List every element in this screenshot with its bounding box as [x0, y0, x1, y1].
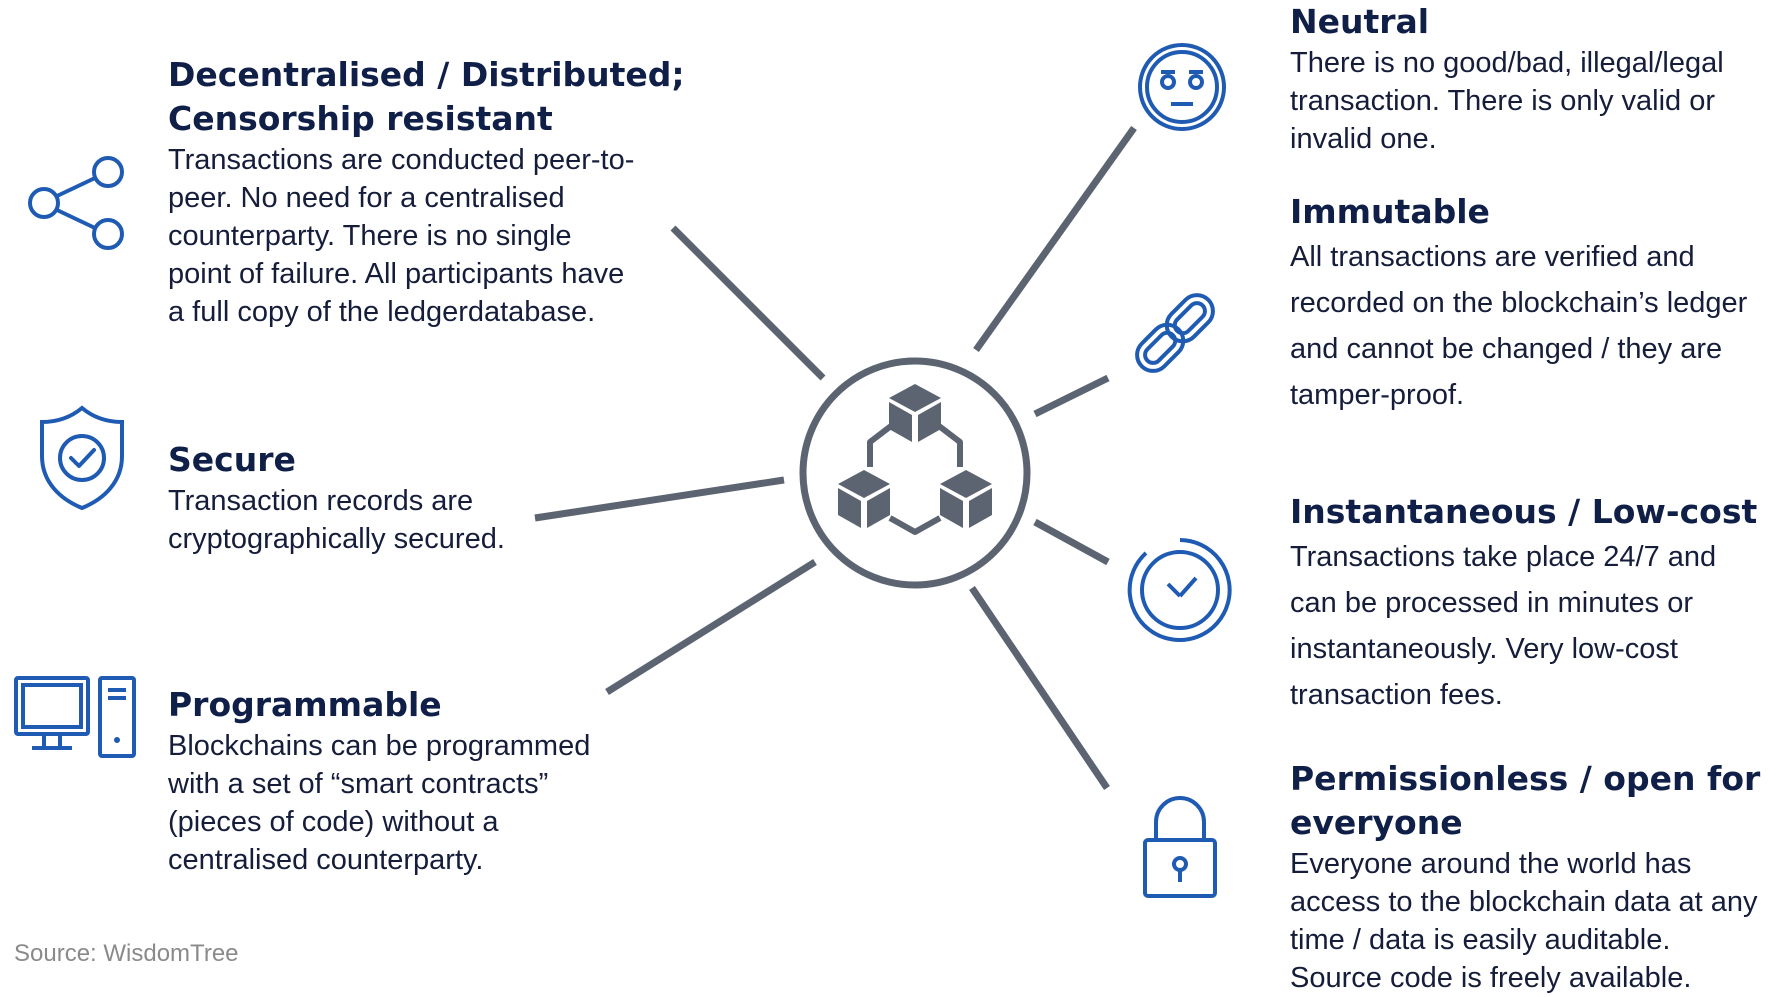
description-line: point of failure. All participants have [168, 258, 625, 290]
description-line: instantaneously. Very low-cost [1290, 633, 1678, 665]
chain-link-icon-wrap [1122, 283, 1228, 383]
connector-secure [534, 476, 785, 522]
description-line: Transactions take place 24/7 and [1290, 541, 1717, 573]
connector-neutral [973, 125, 1137, 353]
description-line: Transactions are conducted peer-to- [168, 144, 635, 176]
neutral-face-icon [1138, 43, 1226, 131]
shield-check-icon [40, 405, 124, 511]
feature-neutral: Neutral There is no good/bad, illegal/le… [1290, 0, 1775, 158]
description-line: and cannot be changed / they are [1290, 333, 1723, 365]
share-network-icon [28, 156, 124, 250]
connector-permissionless [969, 586, 1110, 790]
description-line: recorded on the blockchain’s ledger [1290, 287, 1748, 319]
feature-instantaneous: Instantaneous / Low-cost Transactions ta… [1290, 490, 1775, 718]
description-line: cryptographically secured. [168, 523, 505, 555]
feature-title: everyone [1290, 803, 1463, 842]
connector-instantaneous [1033, 518, 1110, 566]
description-line: transaction fees. [1290, 679, 1503, 711]
feature-secure: Secure Transaction records are cryptogra… [168, 438, 588, 558]
feature-description: Transactions take place 24/7 and can be … [1290, 534, 1775, 718]
connector-decentralised [670, 225, 826, 381]
description-line: (pieces of code) without a [168, 806, 499, 838]
feature-immutable: Immutable All transactions are verified … [1290, 190, 1775, 418]
description-line: Source code is freely available. [1290, 962, 1692, 994]
feature-title: Decentralised / Distributed; [168, 55, 685, 94]
feature-title: Censorship resistant [168, 99, 553, 138]
description-line: invalid one. [1290, 123, 1437, 155]
description-line: Everyone around the world has [1290, 848, 1692, 880]
blockchain-hub [798, 356, 1032, 590]
connector-programmable [605, 559, 817, 695]
description-line: counterparty. There is no single [168, 220, 572, 252]
description-line: can be processed in minutes or [1290, 587, 1693, 619]
feature-decentralised: Decentralised / Distributed; Censorship … [168, 53, 688, 331]
feature-title: Instantaneous / Low-cost [1290, 492, 1758, 531]
description-line: with a set of “smart contracts” [168, 768, 549, 800]
description-line: centralised counterparty. [168, 844, 484, 876]
clock-check-icon [1127, 538, 1232, 642]
description-line: a full copy of the ledgerdatabase. [168, 296, 596, 328]
feature-permissionless: Permissionless / open for everyone Every… [1290, 757, 1775, 997]
description-line: All transactions are verified and [1290, 241, 1695, 273]
feature-description: Transaction records are cryptographicall… [168, 482, 588, 558]
description-line: transaction. There is only valid or [1290, 85, 1716, 117]
desktop-computer-icon-wrap [14, 676, 136, 758]
feature-description: There is no good/bad, illegal/legal tran… [1290, 44, 1775, 158]
description-line: time / data is easily auditable. [1290, 924, 1671, 956]
description-line: Blockchains can be programmed [168, 730, 591, 762]
description-line: peer. No need for a centralised [168, 182, 565, 214]
description-line: access to the blockchain data at any [1290, 886, 1758, 918]
connector-immutable [1033, 374, 1110, 418]
blockchain-cubes-icon [799, 357, 1031, 589]
description-line: tamper-proof. [1290, 379, 1465, 411]
description-line: Transaction records are [168, 485, 474, 517]
desktop-computer-icon [14, 676, 136, 758]
feature-title: Immutable [1290, 192, 1490, 231]
feature-title: Neutral [1290, 2, 1430, 41]
feature-title: Secure [168, 440, 296, 479]
description-line: There is no good/bad, illegal/legal [1290, 47, 1724, 79]
feature-programmable: Programmable Blockchains can be programm… [168, 683, 648, 879]
feature-title: Programmable [168, 685, 442, 724]
source-credit: Source: WisdomTree [14, 940, 239, 967]
clock-check-icon-wrap [1127, 538, 1232, 642]
feature-description: Everyone around the world has access to … [1290, 845, 1775, 997]
padlock-icon-wrap [1142, 796, 1218, 900]
share-network-icon-wrap [28, 153, 128, 253]
feature-description: Blockchains can be programmed with a set… [168, 727, 648, 879]
padlock-icon [1143, 796, 1217, 898]
feature-title: Permissionless / open for [1290, 759, 1761, 798]
shield-check-icon-wrap [38, 404, 126, 512]
feature-description: Transactions are conducted peer-to- peer… [168, 141, 688, 331]
feature-description: All transactions are verified and record… [1290, 234, 1775, 418]
neutral-face-icon-wrap [1137, 42, 1227, 132]
chain-link-icon [1135, 293, 1215, 373]
